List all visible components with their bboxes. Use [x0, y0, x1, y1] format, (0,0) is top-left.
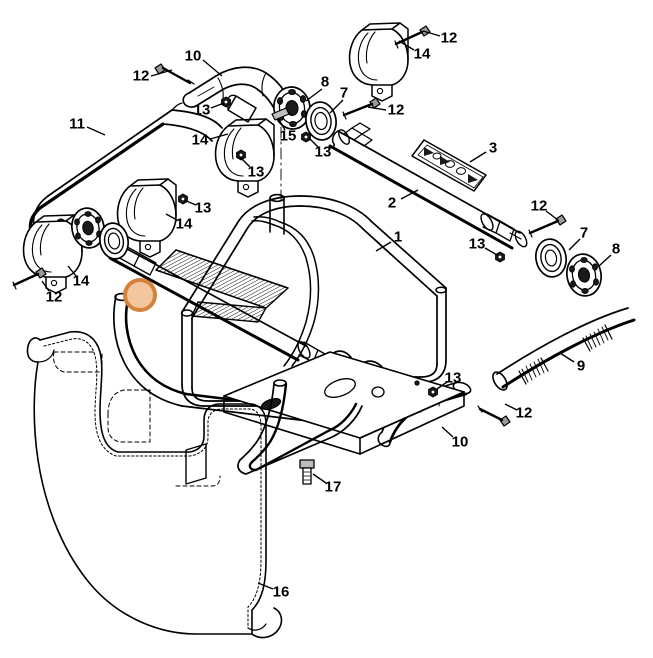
callout-label-16[interactable]: 16: [272, 583, 290, 601]
bolt-12-f: [477, 405, 511, 427]
callout-label-8[interactable]: 8: [320, 73, 330, 91]
callout-label-12[interactable]: 12: [515, 404, 533, 422]
control-cables: [251, 216, 320, 367]
part-1-base-plate: [223, 351, 465, 455]
part-1-handle-frame: [180, 195, 447, 407]
callout-label-12[interactable]: 12: [530, 197, 548, 215]
callout-label-17[interactable]: 17: [324, 478, 342, 496]
callout-label-12[interactable]: 12: [45, 288, 63, 306]
part-9-right-shaft: [492, 307, 636, 391]
part-14-clamp-left-mid: [116, 178, 177, 258]
callout-label-7[interactable]: 7: [339, 84, 349, 102]
callout-label-12[interactable]: 12: [132, 67, 150, 85]
callout-label-8[interactable]: 8: [611, 240, 621, 258]
callout-label-13[interactable]: 13: [194, 199, 212, 217]
part-8-bearing-right: [566, 253, 602, 297]
callout-label-12[interactable]: 12: [440, 29, 458, 47]
bolt-12-b: [342, 97, 381, 120]
part-16-deflector: [26, 330, 283, 639]
callout-label-13[interactable]: 13: [468, 235, 486, 253]
bolt-12-a: [154, 63, 195, 85]
part-8-bearing-left: [71, 207, 105, 249]
part-2-main-shaft: [328, 122, 528, 250]
part-7-washer-top: [305, 101, 337, 141]
part-1-support-bail: [237, 379, 363, 475]
bolt-12-d: [528, 214, 567, 238]
callout-label-14[interactable]: 14: [191, 131, 209, 149]
bolt-12-e: [12, 267, 47, 290]
part-14-clamp-top-right: [348, 22, 409, 102]
callout-label-13[interactable]: 13: [247, 163, 265, 181]
callout-label-7[interactable]: 7: [579, 224, 589, 242]
callout-label-1[interactable]: 1: [393, 228, 403, 246]
callout-label-2[interactable]: 2: [387, 194, 397, 212]
callout-label-14[interactable]: 14: [175, 215, 193, 233]
callout-label-13[interactable]: 13: [193, 101, 211, 119]
callout-label-12[interactable]: 12: [387, 101, 405, 119]
part-7-washer-right: [535, 238, 567, 278]
callout-label-15[interactable]: 15: [279, 127, 297, 145]
callout-label-14[interactable]: 14: [413, 45, 431, 63]
part-7-washer-left: [99, 222, 129, 260]
callout-label-13[interactable]: 13: [444, 369, 462, 387]
part-15-pin: [271, 107, 290, 201]
part-15-post: [269, 193, 285, 235]
callout-label-10[interactable]: 10: [184, 47, 202, 65]
callout-label-9[interactable]: 9: [576, 357, 586, 375]
callout-label-13[interactable]: 13: [314, 143, 332, 161]
callout-label-3[interactable]: 3: [488, 139, 498, 157]
callout-label-10[interactable]: 10: [451, 433, 469, 451]
part-10-socket-stub: [227, 94, 257, 123]
handlebar-grip-pad: [155, 249, 289, 323]
callout-label-11[interactable]: 11: [69, 115, 85, 133]
callout-label-14[interactable]: 14: [72, 272, 90, 290]
part-3-warning-decal: [411, 139, 487, 192]
highlight-ring-part-4: [123, 278, 157, 312]
part-17-bolt: [299, 459, 315, 485]
